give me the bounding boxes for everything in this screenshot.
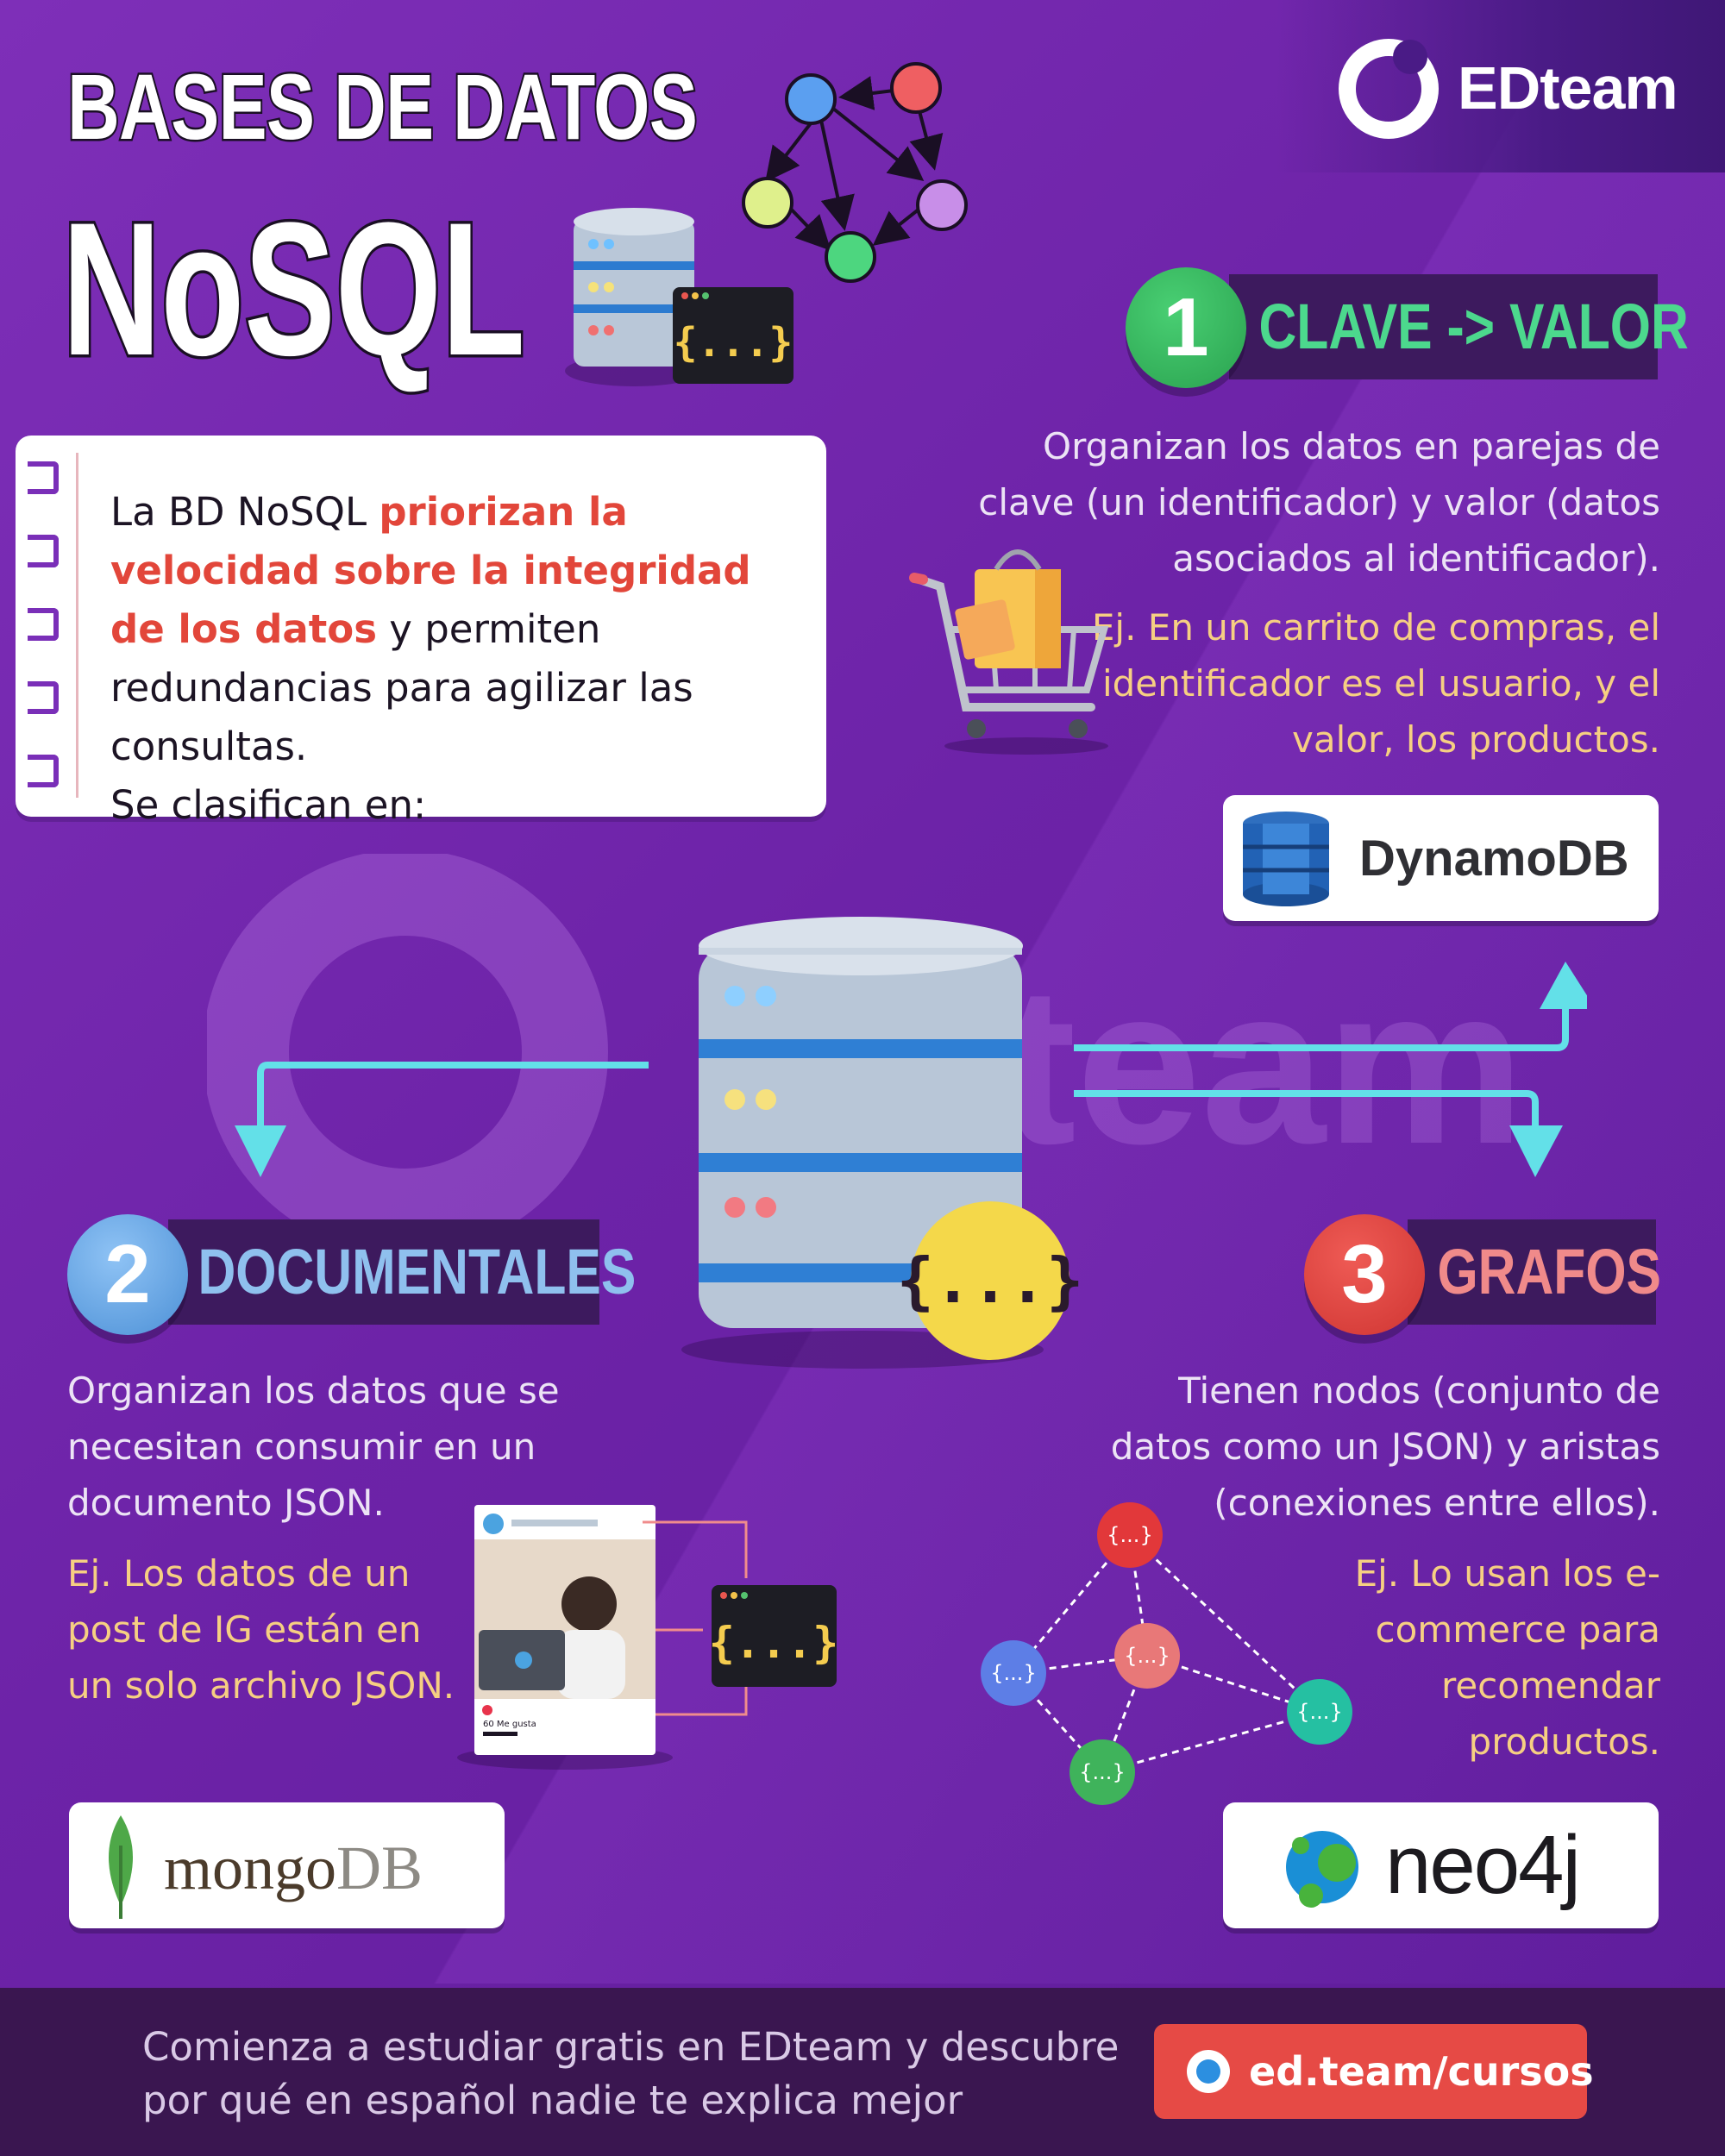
section-docs-example: Ej. Los datos de un post de IG están en … (67, 1552, 455, 1707)
dynamodb-wordmark: DynamoDB (1359, 830, 1629, 887)
section-graph-number: 3 (1304, 1214, 1425, 1335)
connector-arrows (235, 962, 1587, 1177)
page-title-line1: BASES DE DATOS (66, 54, 699, 159)
intro-text: La BD NoSQL priorizan la velocidad sobre… (110, 483, 800, 835)
shopping-cart-icon (909, 549, 1109, 755)
intro-card: La BD NoSQL priorizan la velocidad sobre… (16, 436, 826, 828)
cta-label: ed.team/cursos (1249, 2048, 1594, 2095)
graph-node-label: {...} (1296, 1700, 1342, 1724)
footer: Comienza a estudiar gratis en EDteam y d… (0, 1988, 1725, 2156)
edteam-logo-icon (1339, 39, 1439, 139)
edteam-logo-icon (1187, 2050, 1230, 2093)
section-kv-number: 1 (1126, 267, 1246, 388)
graph-network-icon (742, 62, 968, 283)
intro-part1: La BD NoSQL (110, 489, 380, 535)
page-title-line2: NoSQL (60, 183, 527, 395)
spiral-ring (28, 755, 59, 787)
graph-node-label: {...} (990, 1661, 1036, 1685)
section-kv-title: CLAVE -> VALOR (1258, 291, 1689, 362)
section-kv-description: Organizan los datos en parejas de clave … (978, 425, 1660, 580)
database-small-icon: {...} (565, 208, 794, 386)
graph-node-label: {...} (1079, 1760, 1125, 1784)
dynamodb-logo-icon (1243, 812, 1329, 906)
neo4j-logo-icon (1286, 1831, 1358, 1908)
neo4j-wordmark: neo4j (1385, 1819, 1581, 1911)
spiral-ring (28, 681, 59, 714)
post-likes: 60 Me gusta (483, 1720, 536, 1729)
section-graph-tag: GRAFOS (1408, 1219, 1662, 1325)
mongodb-wordmark: mongoDB (164, 1833, 423, 1904)
section-graph-description: Tienen nodos (conjunto de datos como un … (1110, 1369, 1660, 1524)
mongodb-wordmark-b: DB (336, 1833, 423, 1902)
graph-node-label: {...} (1107, 1523, 1152, 1547)
section-docs-title: DOCUMENTALES (198, 1236, 637, 1307)
intro-highlight: priorizan la velocidad sobre la integrid… (110, 489, 751, 652)
neo4j-card: neo4j (1223, 1802, 1659, 1928)
section-docs-number: 2 (67, 1214, 188, 1335)
mongodb-leaf-icon (109, 1815, 133, 1919)
code-badge-doc: {...} (709, 1618, 839, 1668)
mongodb-card: mongoDB (69, 1802, 505, 1928)
graph-nodes-illustration: {...} {...} {...} {...} {...} (981, 1502, 1352, 1805)
edteam-logo-text: EDteam (1458, 54, 1678, 122)
cta-button[interactable]: ed.team/cursos (1154, 2024, 1594, 2119)
margin-line (76, 453, 78, 798)
instagram-post-illustration: 60 Me gusta {...} (457, 1505, 839, 1770)
section-graph-example: Ej. Lo usan los e-commerce para recomend… (1354, 1552, 1660, 1763)
section-graph-title: GRAFOS (1437, 1236, 1662, 1307)
footer-text: Comienza a estudiar gratis en EDteam y d… (142, 2024, 1120, 2123)
section-docs-tag: DOCUMENTALES (168, 1219, 637, 1325)
graph-node-label: {...} (1124, 1644, 1170, 1668)
mongodb-wordmark-a: mongo (164, 1833, 337, 1902)
intro-part2: y permiten redundancias para agilizar la… (110, 606, 693, 769)
code-badge-center: {...} (897, 1244, 1084, 1317)
intro-part3: Se clasifican en: (110, 782, 427, 828)
section-docs-description: Organizan los datos que se necesitan con… (67, 1369, 560, 1524)
spiral-ring (28, 461, 59, 494)
spiral-ring (28, 535, 59, 567)
dynamodb-card: DynamoDB (1223, 795, 1659, 921)
code-badge-small: {...} (674, 319, 793, 366)
section-kv-tag: CLAVE -> VALOR (1229, 274, 1689, 379)
database-central-icon: {...} (681, 917, 1084, 1369)
section-kv-example: Ej. En un carrito de compras, el identif… (1091, 606, 1660, 761)
spiral-ring (28, 608, 59, 641)
